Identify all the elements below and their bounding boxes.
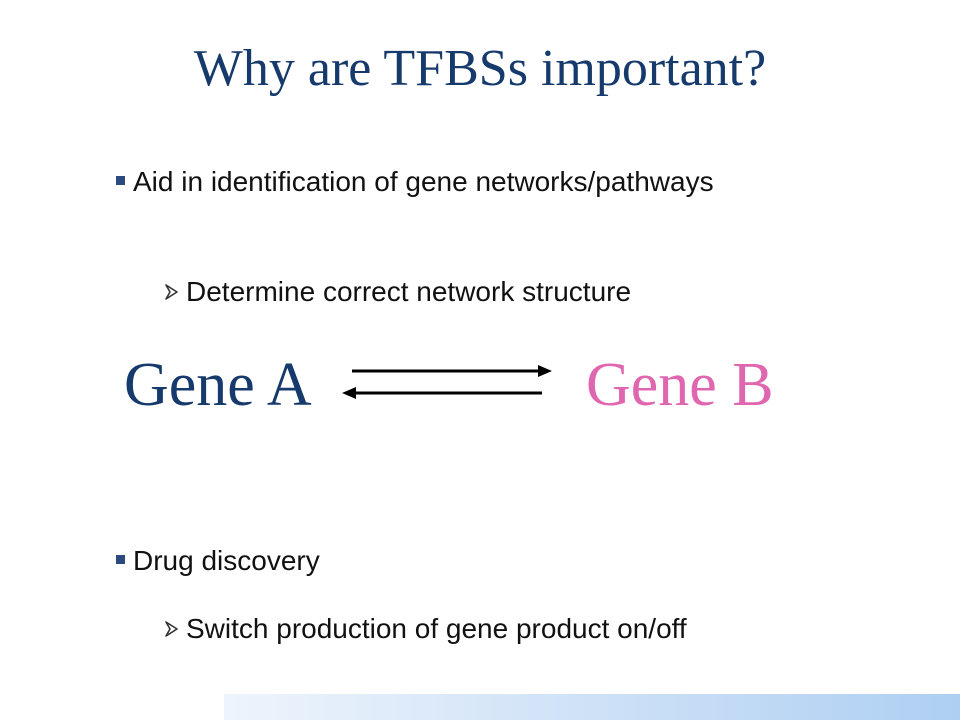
bullet-text: Drug discovery <box>133 545 320 576</box>
slide-title: Why are TFBSs important? <box>193 40 767 97</box>
square-bullet-icon <box>116 176 125 186</box>
bullet-item: Drug discovery <box>116 541 736 582</box>
bullet-text: Aid in identification of gene networks/p… <box>133 166 714 197</box>
arrow-bullet-icon <box>164 272 180 313</box>
bullet-item: Aid in identification of gene networks/p… <box>116 162 736 203</box>
footer-gradient-bar <box>224 694 960 720</box>
gene-a-label: Gene A <box>124 351 312 419</box>
square-bullet-icon <box>116 555 125 565</box>
gene-b-label: Gene B <box>586 351 774 419</box>
sub-bullet-item: Determine correct network structure <box>164 272 884 314</box>
sub-bullet-text: Determine correct network structure <box>186 276 632 307</box>
sub-bullet-item: Switch production of gene product on/off <box>164 609 924 651</box>
bidirectional-arrows-icon <box>342 365 552 399</box>
sub-bullet-text: Switch production of gene product on/off <box>186 613 687 644</box>
arrow-bullet-icon <box>164 609 180 650</box>
